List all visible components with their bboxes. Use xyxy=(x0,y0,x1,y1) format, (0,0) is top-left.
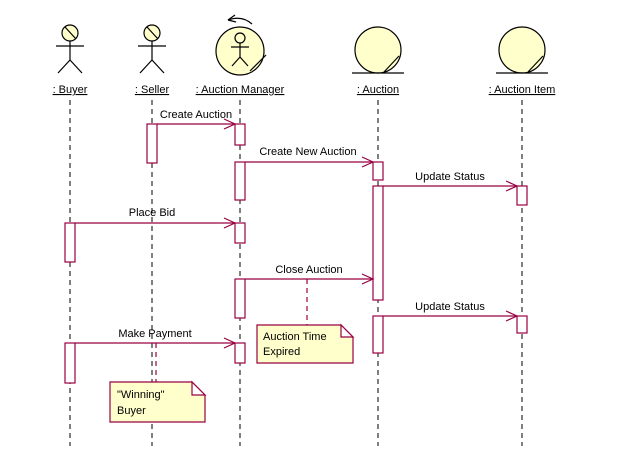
note-fold-corner-icon xyxy=(340,323,355,338)
message-place-bid[interactable]: Place Bid xyxy=(75,207,237,229)
message-make-payment[interactable]: Make Payment xyxy=(75,328,237,349)
message-update-status-2[interactable]: Update Status xyxy=(383,301,519,322)
message-label: Place Bid xyxy=(129,207,175,219)
object-label-auction-manager: : Auction Manager xyxy=(196,84,285,96)
arrowhead-icon xyxy=(223,337,237,349)
business-worker-icon xyxy=(215,14,267,76)
object-auction[interactable]: : Auction xyxy=(352,26,404,96)
note-body xyxy=(256,324,354,364)
note-winning-buyer[interactable]: "Winning" Buyer xyxy=(109,343,207,423)
message-label: Update Status xyxy=(415,301,485,313)
arrowhead-icon xyxy=(505,180,519,192)
object-auction-item[interactable]: : Auction Item xyxy=(489,26,556,96)
message-label: Make Payment xyxy=(118,328,191,340)
message-label: Close Auction xyxy=(275,264,342,276)
message-create-new-auction[interactable]: Create New Auction xyxy=(245,146,375,168)
activation-bar[interactable] xyxy=(372,161,384,181)
message-create-auction[interactable]: Create Auction xyxy=(157,109,237,130)
object-buyer[interactable]: : Buyer xyxy=(53,24,88,96)
note-fold-corner-icon xyxy=(191,380,207,396)
activation-bar[interactable] xyxy=(234,161,246,201)
arrowhead-icon xyxy=(223,118,237,130)
activation-bar[interactable] xyxy=(516,185,528,206)
activation-bar[interactable] xyxy=(146,123,158,164)
note-text-line: Expired xyxy=(263,346,300,358)
actor-icon xyxy=(138,24,166,74)
arrowhead-icon xyxy=(361,273,375,285)
activation-bar[interactable] xyxy=(234,278,246,319)
object-seller[interactable]: : Seller xyxy=(135,24,170,96)
business-entity-icon xyxy=(352,26,404,74)
activation-bar[interactable] xyxy=(372,185,384,301)
note-text-line: Auction Time xyxy=(263,331,327,343)
note-text-line: Buyer xyxy=(117,405,146,417)
object-label-seller: : Seller xyxy=(135,84,170,96)
object-label-auction-item: : Auction Item xyxy=(489,84,556,96)
note-auction-time-expired[interactable]: Auction Time Expired xyxy=(256,279,355,364)
arrowhead-icon xyxy=(361,156,375,168)
message-label: Update Status xyxy=(415,171,485,183)
object-auction-manager[interactable]: : Auction Manager xyxy=(196,14,285,96)
object-label-auction: : Auction xyxy=(357,84,399,96)
actor-icon xyxy=(56,24,84,74)
business-entity-icon xyxy=(496,26,548,74)
object-label-buyer: : Buyer xyxy=(53,84,88,96)
note-body xyxy=(109,381,206,423)
activation-bar[interactable] xyxy=(234,342,246,364)
message-update-status-1[interactable]: Update Status xyxy=(383,171,519,192)
activation-bar[interactable] xyxy=(234,222,246,244)
message-close-auction[interactable]: Close Auction xyxy=(245,264,375,285)
activation-bar[interactable] xyxy=(516,315,528,334)
message-label: Create Auction xyxy=(160,109,232,121)
arrowhead-icon xyxy=(223,217,237,229)
activation-bar[interactable] xyxy=(64,342,76,384)
activation-bar[interactable] xyxy=(64,222,76,263)
message-label: Create New Auction xyxy=(259,146,356,158)
note-text-line: "Winning" xyxy=(117,389,165,401)
arrowhead-icon xyxy=(505,310,519,322)
activation-bar[interactable] xyxy=(234,123,246,146)
activation-bar[interactable] xyxy=(372,315,384,354)
